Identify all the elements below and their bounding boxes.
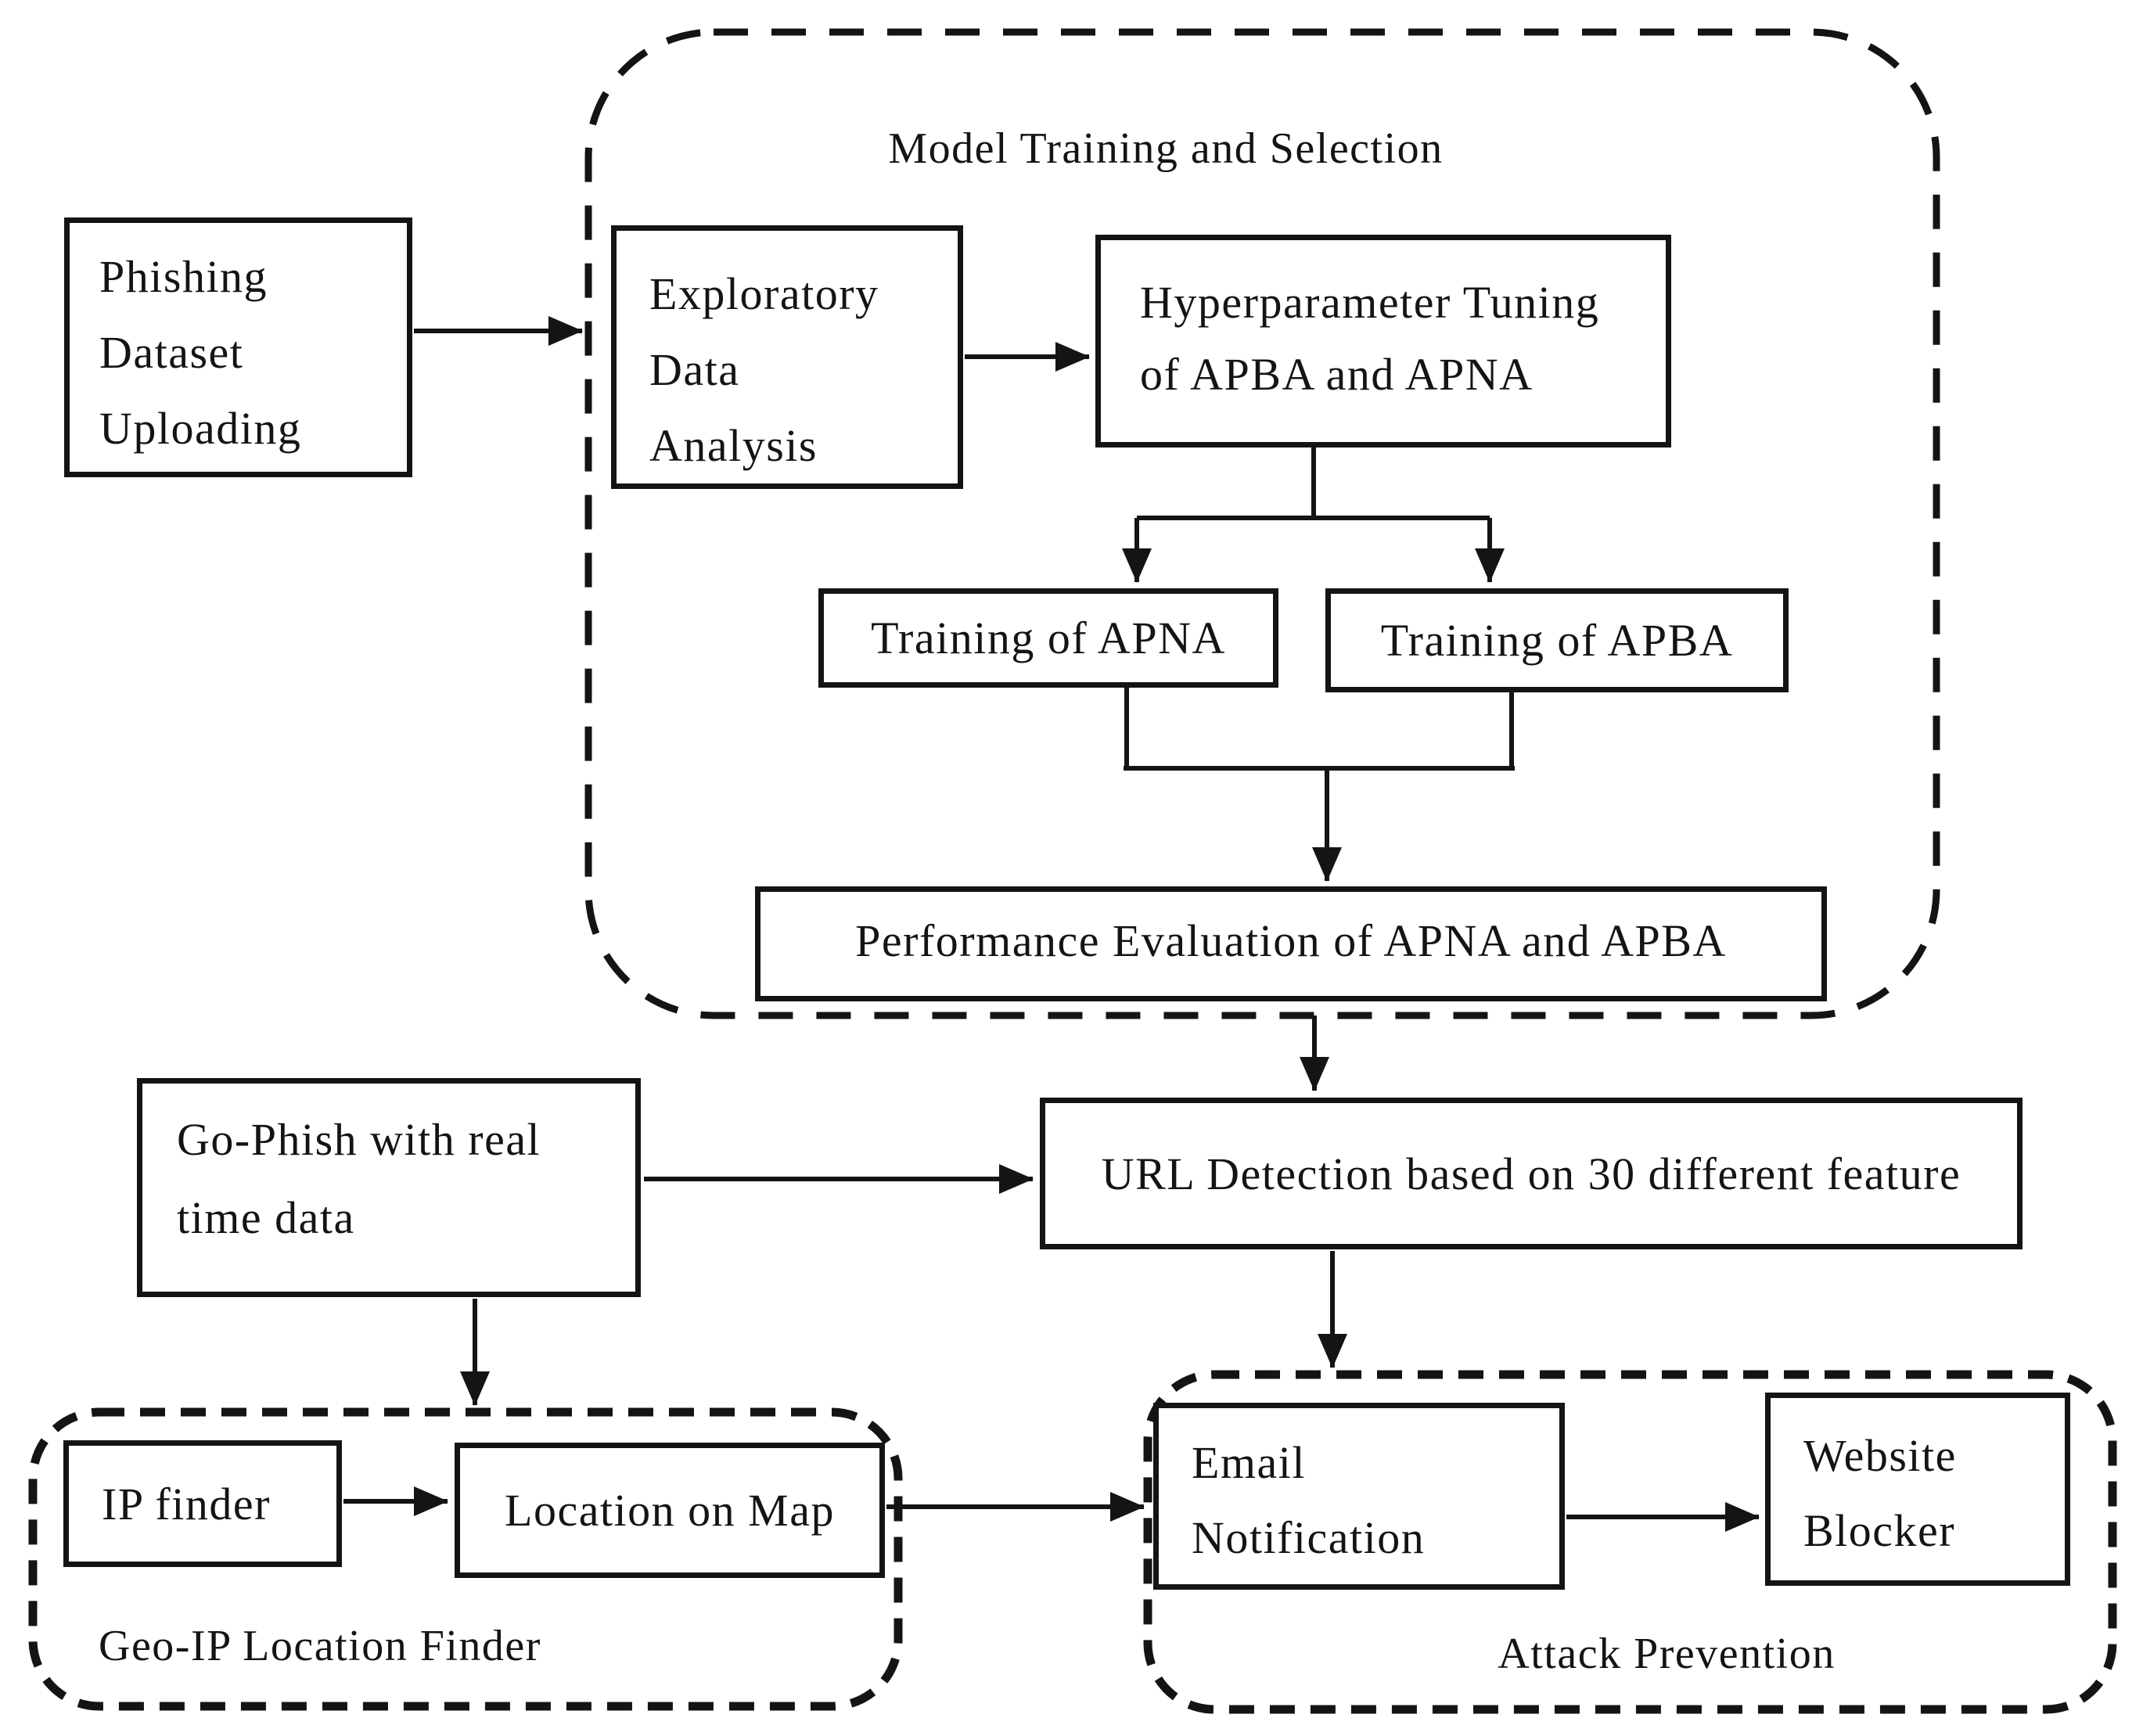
geo-ip-container-border (28, 1407, 903, 1711)
geo-ip-container-label: Geo-IP Location Finder (99, 1622, 541, 1670)
exploratory-data-analysis-box: Exploratory Data Analysis (611, 225, 963, 489)
performance-evaluation-label: Performance Evaluation of APNA and APBA (855, 915, 1727, 966)
email-line-2: Notification (1192, 1512, 1426, 1563)
training-of-apba-box: Training of APBA (1325, 588, 1789, 692)
training-apna-label: Training of APNA (871, 613, 1226, 663)
ip-finder-box: IP finder (63, 1440, 342, 1567)
training-apba-label: Training of APBA (1380, 615, 1734, 666)
url-detection-box: URL Detection based on 30 different feat… (1040, 1098, 2023, 1249)
phishing-dataset-uploading-box: Phishing Dataset Uploading (64, 217, 412, 477)
phishing-line-3: Uploading (99, 403, 302, 454)
hyperparameter-line-1: Hyperparameter Tuning (1140, 277, 1600, 328)
phishing-line-2: Dataset (99, 327, 244, 378)
location-on-map-box: Location on Map (455, 1443, 885, 1578)
phishing-line-1: Phishing (99, 251, 268, 302)
ip-finder-label: IP finder (102, 1478, 271, 1529)
url-detection-label: URL Detection based on 30 different feat… (1101, 1148, 1961, 1199)
blocker-line-2: Blocker (1803, 1505, 1956, 1556)
email-notification-box: Email Notification (1153, 1403, 1565, 1590)
eda-line-3: Analysis (649, 420, 818, 471)
attack-prevention-container-border (1143, 1370, 2117, 1714)
attack-prevention-container-label: Attack Prevention (1498, 1630, 1836, 1678)
model-training-container-label: Model Training and Selection (888, 124, 1444, 173)
performance-evaluation-box: Performance Evaluation of APNA and APBA (755, 886, 1827, 1001)
training-of-apna-box: Training of APNA (818, 588, 1278, 688)
model-training-container-border (584, 28, 1940, 1019)
hyperparameter-line-2: of APBA and APNA (1140, 349, 1534, 400)
go-phish-line-2: time data (177, 1192, 355, 1243)
hyperparameter-tuning-box: Hyperparameter Tuning of APBA and APNA (1095, 235, 1671, 447)
go-phish-box: Go-Phish with real time data (137, 1078, 641, 1297)
eda-line-1: Exploratory (649, 268, 879, 319)
location-on-map-label: Location on Map (505, 1485, 835, 1536)
go-phish-line-1: Go-Phish with real (177, 1114, 541, 1165)
email-line-1: Email (1192, 1437, 1307, 1488)
blocker-line-1: Website (1803, 1430, 1957, 1481)
website-blocker-box: Website Blocker (1765, 1393, 2070, 1586)
eda-line-2: Data (649, 344, 740, 395)
